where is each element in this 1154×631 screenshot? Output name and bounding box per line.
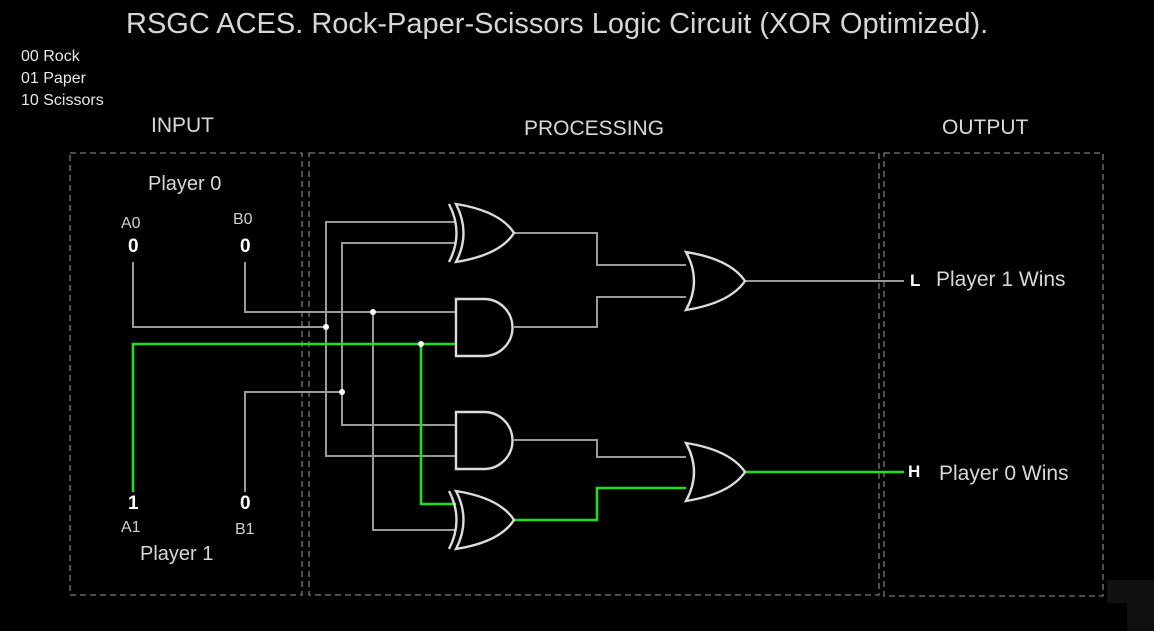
wire-xor2-out bbox=[514, 486, 686, 522]
input-b0-label: B0 bbox=[233, 211, 253, 228]
inactive-wires bbox=[132, 221, 904, 531]
section-title-output: OUTPUT bbox=[942, 116, 1029, 139]
input-a1-toggle[interactable]: 1 bbox=[128, 493, 139, 514]
section-title-input: INPUT bbox=[151, 114, 214, 137]
input-b1-toggle[interactable]: 0 bbox=[240, 493, 251, 514]
junctions bbox=[323, 309, 424, 395]
wire-a1-tap bbox=[419, 344, 456, 506]
wire-and1-out bbox=[514, 296, 686, 328]
wire-a0-tap bbox=[325, 221, 456, 327]
wire-a1 bbox=[131, 342, 456, 492]
player-1-label: Player 1 bbox=[140, 543, 214, 565]
input-section-box bbox=[69, 152, 303, 596]
input-b1-label: B1 bbox=[235, 521, 255, 538]
junction-dot bbox=[323, 324, 329, 330]
or-gate-top bbox=[683, 250, 747, 312]
xor-gate-bottom bbox=[447, 489, 516, 551]
output-l-indicator: L bbox=[910, 271, 921, 290]
input-a0-toggle[interactable]: 0 bbox=[128, 236, 139, 257]
wire-and2-out bbox=[514, 439, 686, 458]
or-gate-bottom bbox=[683, 441, 747, 503]
wire-b1-tap bbox=[341, 242, 456, 392]
processing-section-box bbox=[308, 152, 880, 596]
output-h-indicator: H bbox=[908, 462, 921, 481]
wire-b0 bbox=[244, 262, 456, 531]
wire-b1 bbox=[244, 391, 456, 492]
and-gate-bottom bbox=[454, 410, 514, 471]
junction-dot bbox=[370, 309, 376, 315]
gates bbox=[447, 202, 747, 551]
junction-dot bbox=[339, 389, 345, 395]
output-l-text: Player 1 Wins bbox=[936, 268, 1066, 291]
section-title-processing: PROCESSING bbox=[524, 117, 665, 140]
page-title: RSGC ACES. Rock-Paper-Scissors Logic Cir… bbox=[126, 8, 989, 40]
wire-a0 bbox=[132, 262, 456, 457]
input-b0-toggle[interactable]: 0 bbox=[240, 236, 251, 257]
junction-dot bbox=[418, 341, 424, 347]
input-a1-label: A1 bbox=[121, 519, 141, 536]
xor-gate-top bbox=[447, 202, 516, 264]
legend-rock: 00 Rock bbox=[21, 48, 80, 65]
and-gate-top bbox=[454, 297, 514, 358]
legend-scissors: 10 Scissors bbox=[21, 92, 104, 109]
player-0-label: Player 0 bbox=[148, 173, 222, 195]
legend-paper: 01 Paper bbox=[21, 70, 86, 87]
input-a0-label: A0 bbox=[121, 215, 141, 232]
active-wires bbox=[131, 342, 904, 522]
output-section-box bbox=[883, 152, 1104, 597]
output-h-text: Player 0 Wins bbox=[939, 462, 1069, 485]
wire-xor1-out bbox=[514, 232, 686, 266]
corner-notch bbox=[1107, 603, 1127, 631]
